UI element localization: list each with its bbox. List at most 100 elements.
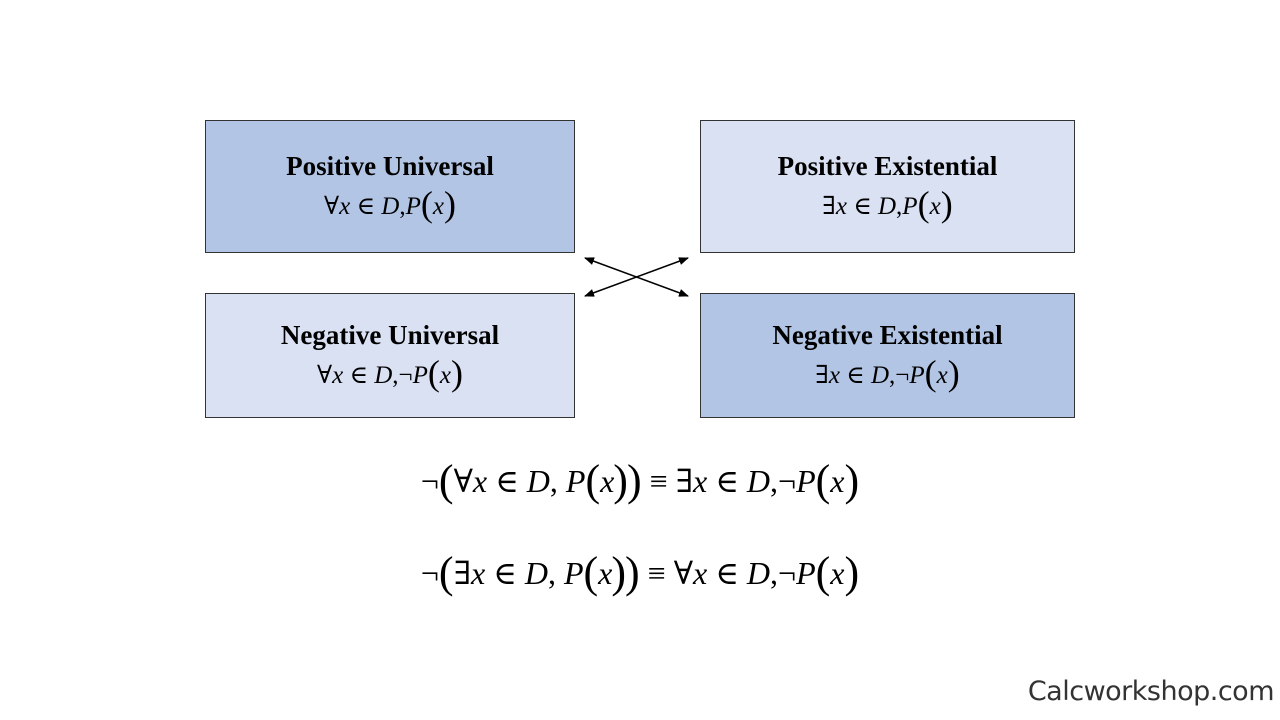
- open-paren: (: [815, 456, 831, 505]
- member-of-symbol: ∈: [715, 463, 739, 499]
- open-paren: (: [924, 352, 937, 393]
- variable: x: [828, 361, 840, 389]
- universal-quantifier: ∀: [324, 192, 340, 220]
- open-paren: (: [917, 183, 930, 224]
- positive-universal-box: Positive Universal ∀x ∈ D,P(x): [205, 120, 575, 253]
- domain: D: [526, 463, 550, 499]
- negation-symbol: ¬: [398, 361, 413, 389]
- variable: x: [835, 192, 847, 220]
- separator: ,: [770, 463, 779, 499]
- negative-existential-box: Negative Existential ∃x ∈ D,¬P(x): [700, 293, 1075, 418]
- domain: D: [746, 555, 771, 591]
- argument: x: [439, 361, 452, 389]
- predicate: P: [563, 555, 584, 591]
- universal-quantifier: ∀: [673, 555, 694, 591]
- negative-universal-box: Negative Universal ∀x ∈ D,¬P(x): [205, 293, 575, 418]
- negation-symbol: ¬: [778, 555, 797, 591]
- open-paren: (: [438, 456, 454, 505]
- open-paren: (: [427, 352, 440, 393]
- equivalence-symbol: ≡: [649, 463, 668, 499]
- separator: ,: [770, 555, 779, 591]
- positive-existential-formula: ∃x ∈ D,P(x): [822, 184, 952, 224]
- argument: x: [432, 192, 444, 220]
- variable: x: [339, 192, 351, 220]
- universal-quantifier: ∀: [453, 463, 473, 499]
- domain: D: [746, 463, 771, 499]
- negative-existential-title: Negative Existential: [772, 319, 1003, 350]
- negative-universal-title: Negative Universal: [280, 319, 500, 350]
- variable: x: [693, 463, 708, 499]
- separator: ,: [399, 192, 406, 220]
- universal-quantifier: ∀: [316, 361, 333, 389]
- close-paren: ): [443, 183, 456, 224]
- domain: D: [381, 192, 400, 220]
- argument: x: [830, 555, 845, 591]
- open-paren: (: [438, 548, 454, 597]
- existential-quantifier: ∃: [675, 463, 694, 499]
- open-paren: (: [583, 548, 599, 597]
- domain: D: [870, 361, 889, 389]
- domain: D: [524, 555, 548, 591]
- member-of-symbol: ∈: [356, 192, 375, 220]
- variable: x: [470, 555, 486, 591]
- positive-universal-title: Positive Universal: [286, 150, 494, 181]
- predicate: P: [796, 463, 816, 499]
- member-of-symbol: ∈: [715, 555, 739, 591]
- separator: ,: [889, 361, 896, 389]
- positive-existential-box: Positive Existential ∃x ∈ D,P(x): [700, 120, 1075, 253]
- variable: x: [332, 361, 344, 389]
- close-paren: ): [844, 548, 860, 597]
- arrow-negative-universal-to-existential: [584, 257, 689, 297]
- close-paren: ): [940, 183, 953, 224]
- predicate: P: [796, 555, 816, 591]
- predicate: P: [412, 361, 428, 389]
- close-paren: ): [626, 456, 642, 505]
- negative-universal-formula: ∀x ∈ D,¬P(x): [317, 353, 463, 393]
- positive-universal-formula: ∀x ∈ D,P(x): [324, 184, 456, 224]
- separator: ,: [896, 192, 903, 220]
- predicate: P: [565, 463, 586, 499]
- negation-symbol: ¬: [895, 361, 910, 389]
- domain: D: [374, 361, 393, 389]
- close-paren: ): [625, 548, 640, 597]
- close-paren: ): [844, 456, 860, 505]
- member-of-symbol: ∈: [493, 555, 517, 591]
- separator: ,: [549, 463, 558, 499]
- member-of-symbol: ∈: [495, 463, 519, 499]
- existential-quantifier: ∃: [815, 361, 829, 389]
- open-paren: (: [585, 456, 601, 505]
- existential-quantifier: ∃: [453, 555, 471, 591]
- positive-existential-title: Positive Existential: [777, 150, 998, 181]
- predicate: P: [405, 192, 421, 220]
- variable: x: [472, 463, 488, 499]
- argument: x: [830, 463, 845, 499]
- domain: D: [877, 192, 897, 220]
- open-paren: (: [815, 548, 831, 597]
- open-paren: (: [420, 183, 433, 224]
- close-paren: ): [613, 456, 628, 505]
- negative-existential-formula: ∃x ∈ D,¬P(x): [815, 353, 960, 393]
- member-of-symbol: ∈: [853, 192, 872, 220]
- predicate: P: [909, 361, 925, 389]
- outer-negation-symbol: ¬: [420, 463, 439, 499]
- existential-quantifier: ∃: [822, 192, 836, 220]
- watermark: Calcworkshop.com: [1027, 676, 1275, 707]
- close-paren: ): [451, 352, 464, 393]
- argument: x: [600, 463, 615, 499]
- negation-symbol: ¬: [778, 463, 797, 499]
- argument: x: [936, 361, 948, 389]
- close-paren: ): [611, 548, 626, 597]
- member-of-symbol: ∈: [846, 361, 865, 389]
- equivalence-universal-negation: ¬(∀x ∈ D, P(x)) ≡ ∃x ∈ D,¬P(x): [0, 456, 1280, 505]
- equivalence-symbol: ≡: [647, 555, 666, 591]
- member-of-symbol: ∈: [349, 361, 368, 389]
- separator: ,: [547, 555, 556, 591]
- close-paren: ): [947, 352, 960, 393]
- outer-negation-symbol: ¬: [420, 555, 439, 591]
- separator: ,: [392, 361, 399, 389]
- predicate: P: [902, 192, 918, 220]
- equivalence-existential-negation: ¬(∃x ∈ D, P(x)) ≡ ∀x ∈ D,¬P(x): [0, 548, 1280, 597]
- argument: x: [598, 555, 613, 591]
